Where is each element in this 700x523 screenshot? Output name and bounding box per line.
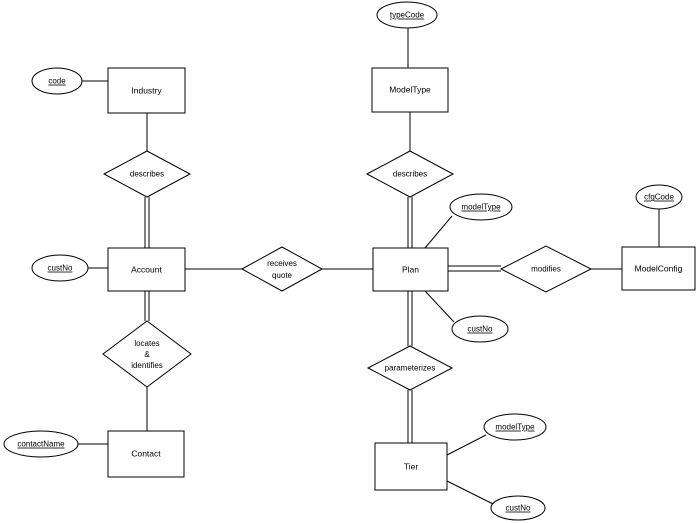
relationship-receives-quote-label-line2: quote: [272, 271, 293, 280]
attribute-tier-custno[interactable]: custNo: [490, 495, 546, 521]
attribute-tier-modeltype-label: modelType: [495, 423, 535, 432]
entity-industry[interactable]: Industry: [107, 67, 186, 114]
attribute-tier-modeltype-ellipse[interactable]: [483, 413, 547, 441]
attribute-plan-custno[interactable]: custNo: [451, 315, 509, 343]
attribute-plan-modeltype[interactable]: modelType: [449, 193, 513, 221]
relationship-describes-modeltype-plan[interactable]: describes: [365, 150, 455, 198]
attribute-plan-custno-ellipse[interactable]: [451, 315, 509, 343]
connection-modeltype-attr-to-tier: [446, 434, 487, 456]
relationship-locates-identifies-label-line3: identifies: [131, 361, 163, 370]
relationship-parameterizes-label: parameterizes: [385, 364, 436, 373]
attribute-tier-custno-label: custNo: [506, 504, 531, 513]
relationship-receives-quote-label-line1: receives: [267, 259, 297, 268]
attribute-industry-code-label: code: [48, 77, 66, 86]
attribute-shapes: code custNo contactName typeCode modelTy…: [3, 1, 683, 521]
entity-modeltype[interactable]: ModelType: [371, 67, 449, 113]
entity-tier-label: Tier: [404, 461, 418, 471]
entity-contact[interactable]: Contact: [107, 430, 185, 478]
entity-account[interactable]: Account: [107, 247, 186, 292]
attribute-contact-name[interactable]: contactName: [3, 430, 79, 458]
attribute-modeltype-typecode-label: typeCode: [390, 11, 425, 20]
entity-modelconfig-label: ModelConfig: [635, 263, 683, 273]
attribute-modeltype-typecode[interactable]: typeCode: [376, 1, 438, 29]
connection-lines: [78, 28, 660, 505]
entity-plan[interactable]: Plan: [372, 247, 449, 292]
entity-tier[interactable]: Tier: [374, 442, 448, 491]
entity-shapes: Industry Account Contact ModelType Plan: [107, 67, 696, 491]
relationship-receives-quote[interactable]: receives quote: [240, 246, 324, 292]
attribute-tier-custno-ellipse[interactable]: [490, 495, 546, 521]
attribute-modelconfig-cfgcode-ellipse[interactable]: [635, 184, 683, 210]
relationship-locates-identifies[interactable]: locates & identifies: [102, 320, 192, 388]
attribute-industry-code-ellipse[interactable]: [31, 67, 83, 95]
relationship-describes-modeltype-plan-diamond[interactable]: [365, 150, 455, 198]
attribute-modeltype-typecode-ellipse[interactable]: [376, 1, 438, 29]
relationship-locates-identifies-label-line2: &: [144, 350, 150, 359]
entity-contact-label: Contact: [131, 448, 161, 458]
attribute-industry-code[interactable]: code: [31, 67, 83, 95]
attribute-account-custno-label: custNo: [48, 264, 73, 273]
attribute-modelconfig-cfgcode-label: cfgCode: [644, 193, 674, 202]
entity-account-box[interactable]: [107, 247, 186, 292]
relationship-locates-identifies-diamond[interactable]: [102, 320, 192, 388]
attribute-account-custno-ellipse[interactable]: [31, 254, 89, 282]
relationship-shapes: describes locates & identifies receives …: [102, 150, 593, 391]
attribute-plan-modeltype-label: modelType: [461, 203, 501, 212]
entity-plan-label: Plan: [402, 264, 419, 274]
relationship-describes-industry-account-label: describes: [130, 170, 164, 179]
entity-plan-box[interactable]: [372, 247, 449, 292]
entity-modeltype-box[interactable]: [371, 67, 449, 113]
entity-industry-box[interactable]: [107, 67, 186, 114]
entity-account-label: Account: [131, 264, 162, 274]
relationship-describes-industry-account-diamond[interactable]: [102, 150, 192, 198]
connection-custno-attr-to-tier: [446, 480, 494, 505]
entity-industry-label: Industry: [131, 85, 162, 95]
relationship-parameterizes[interactable]: parameterizes: [366, 345, 454, 391]
relationship-modifies[interactable]: modifies: [499, 245, 593, 293]
relationship-describes-industry-account[interactable]: describes: [102, 150, 192, 198]
attribute-account-custno[interactable]: custNo: [31, 254, 89, 282]
attribute-contact-name-label: contactName: [17, 440, 65, 449]
relationship-modifies-label: modifies: [531, 265, 561, 274]
connection-modeltype-attr-to-plan: [424, 215, 453, 249]
attribute-tier-modeltype[interactable]: modelType: [483, 413, 547, 441]
entity-modeltype-label: ModelType: [389, 84, 431, 94]
entity-contact-box[interactable]: [107, 430, 185, 478]
attribute-modelconfig-cfgcode[interactable]: cfgCode: [635, 184, 683, 210]
relationship-modifies-diamond[interactable]: [499, 245, 593, 293]
relationship-receives-quote-diamond[interactable]: [240, 246, 324, 292]
relationship-describes-modeltype-plan-label: describes: [393, 170, 427, 179]
entity-modelconfig-box[interactable]: [621, 246, 696, 291]
entity-modelconfig[interactable]: ModelConfig: [621, 246, 696, 291]
entity-tier-box[interactable]: [374, 442, 448, 491]
attribute-plan-modeltype-ellipse[interactable]: [449, 193, 513, 221]
relationship-parameterizes-diamond[interactable]: [366, 345, 454, 391]
attribute-plan-custno-label: custNo: [468, 325, 493, 334]
relationship-locates-identifies-label-line1: locates: [134, 339, 159, 348]
attribute-contact-name-ellipse[interactable]: [3, 430, 79, 458]
connection-custno-attr-to-plan: [424, 290, 455, 323]
